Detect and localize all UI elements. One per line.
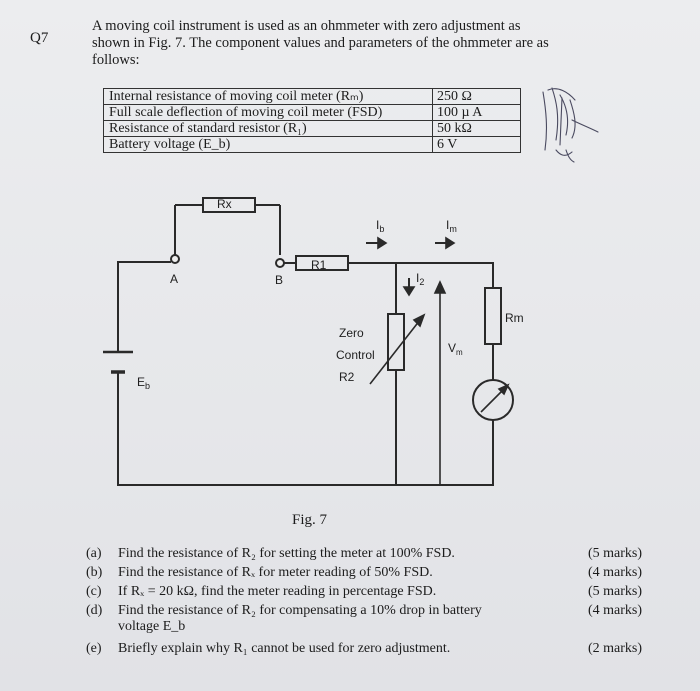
r2-adjust-arrow — [369, 319, 421, 385]
vm-label: Vm — [448, 341, 463, 357]
zero-control-line3: R2 — [339, 370, 355, 384]
meter-needle-head — [497, 383, 510, 396]
im-label: Im — [446, 218, 457, 234]
rm-resistor — [484, 287, 502, 345]
question-marks: (5 marks) — [587, 584, 642, 599]
param-name: Battery voltage (E_b) — [103, 136, 433, 153]
question-item: (c) If Rₓ = 20 kΩ, find the meter reading… — [86, 584, 436, 600]
question-label: (d) — [86, 603, 103, 618]
question-item: (e) Briefly explain why R₁ cannot be used… — [86, 641, 450, 657]
question-item: (a) Find the resistance of R₂ for setting… — [86, 546, 455, 562]
question-marks: (2 marks) — [587, 641, 642, 656]
parameter-table: Internal resistance of moving coil meter… — [103, 88, 521, 153]
r1-label: R1 — [311, 258, 327, 272]
table-row: Internal resistance of moving coil meter… — [103, 88, 521, 105]
param-name: Resistance of standard resistor (R₁) — [103, 120, 433, 137]
question-label: (b) — [86, 565, 103, 580]
param-value: 250 Ω — [432, 88, 521, 105]
rx-leads — [174, 204, 281, 255]
eb-label: Eb — [137, 375, 150, 391]
left-loop-wire — [117, 261, 494, 486]
question-text-continued: voltage E_b — [118, 619, 186, 634]
question-text: Find the resistance of R₂ for compensati… — [118, 603, 482, 618]
question-marks: (4 marks) — [587, 565, 642, 580]
ib-arrow-head — [377, 236, 388, 250]
question-text: Briefly explain why R₁ cannot be used fo… — [118, 641, 451, 656]
r2-arrow-head — [412, 313, 426, 328]
question-number: Q7 — [30, 30, 49, 46]
param-name: Internal resistance of moving coil meter… — [103, 88, 433, 105]
figure-caption: Fig. 7 — [292, 512, 328, 528]
rm-label: Rm — [505, 311, 524, 325]
terminal-a — [170, 254, 180, 264]
im-arrow-head — [445, 236, 456, 250]
meter-dial — [472, 379, 514, 421]
rx-label: Rx — [217, 197, 232, 211]
zero-control-line2: Control — [336, 348, 375, 362]
table-row: Battery voltage (E_b) 6 V — [103, 136, 521, 153]
question-text: If Rₓ = 20 kΩ, find the meter reading in… — [118, 584, 437, 599]
vm-arrow-head — [433, 280, 447, 294]
table-row: Resistance of standard resistor (R₁) 50 … — [103, 120, 521, 137]
question-label: (e) — [86, 641, 102, 656]
terminal-b — [275, 258, 285, 268]
question-item: (b) Find the resistance of Rₓ for meter r… — [86, 565, 433, 581]
question-label: (c) — [86, 584, 102, 599]
question-marks: (5 marks) — [587, 546, 642, 561]
node-a-label: A — [170, 272, 178, 286]
param-value: 6 V — [432, 136, 521, 153]
question-intro: A moving coil instrument is used as an o… — [92, 18, 549, 68]
question-item: (d) Find the resistance of R₂ for compens… — [86, 603, 482, 635]
zero-control-line1: Zero — [339, 326, 364, 340]
node-b-label: B — [275, 273, 283, 287]
i2-label: I2 — [416, 271, 424, 287]
question-text: Find the resistance of R₂ for setting th… — [118, 546, 455, 561]
question-label: (a) — [86, 546, 102, 561]
param-name: Full scale deflection of moving coil met… — [103, 104, 433, 121]
question-marks: (4 marks) — [587, 603, 642, 618]
r2-resistor — [387, 313, 405, 371]
ib-label: Ib — [376, 218, 384, 234]
i2-arrow-head — [402, 286, 416, 297]
question-text: Find the resistance of Rₓ for meter read… — [118, 565, 433, 580]
param-value: 50 kΩ — [432, 120, 521, 137]
